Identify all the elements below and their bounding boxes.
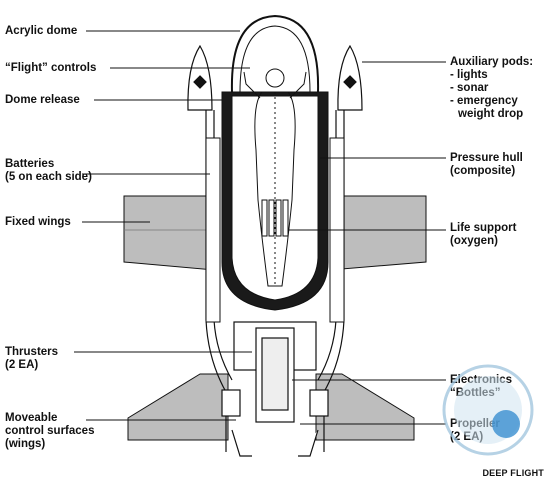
moveable-line-1: Moveable — [5, 412, 58, 424]
pods-line-2: - lights — [450, 69, 488, 81]
auxiliary-pods — [187, 44, 363, 111]
fixed-wings — [123, 195, 427, 271]
label-pressure-hull: Pressure hull (composite) — [450, 152, 523, 178]
hull-line-1: Pressure hull — [450, 152, 523, 164]
leader-lines-right — [288, 61, 446, 425]
moveable-line-3: (wings) — [5, 438, 46, 450]
label-dome-release: Dome release — [5, 94, 80, 106]
thrusters-line-1: Thrusters — [5, 346, 59, 358]
label-auxiliary-pods: Auxiliary pods: - lights - sonar - emerg… — [450, 56, 533, 121]
pods-line-5: weight drop — [458, 108, 524, 120]
pods-line-3: - sonar — [450, 82, 489, 94]
label-fixed-wings: Fixed wings — [5, 216, 71, 228]
batteries-line-1: Batteries — [5, 158, 55, 170]
life-support-bottles — [261, 199, 289, 237]
tail-assembly — [221, 321, 329, 457]
label-batteries: Batteries (5 on each side) — [5, 158, 92, 184]
pods-line-4: - emergency — [450, 95, 518, 107]
thrusters-line-2: (2 EA) — [5, 359, 39, 371]
pods-line-1: Auxiliary pods: — [450, 56, 534, 68]
credit-text: DEEP FLIGHT — [482, 468, 544, 478]
batteries-line-2: (5 on each side) — [5, 171, 92, 183]
life-line-2: (oxygen) — [450, 235, 498, 247]
battery-columns — [205, 137, 345, 323]
pilot-figure — [243, 68, 307, 287]
moveable-line-2: control surfaces — [5, 425, 95, 437]
acrylic-dome — [230, 14, 320, 93]
label-moveable-surfaces: Moveable control surfaces (wings) — [5, 412, 94, 451]
label-life-support: Life support (oxygen) — [450, 222, 516, 248]
label-thrusters: Thrusters (2 EA) — [5, 346, 58, 372]
life-line-1: Life support — [450, 222, 517, 234]
hull-line-2: (composite) — [450, 165, 516, 177]
watermark-seal-icon — [442, 364, 534, 456]
label-acrylic-dome: Acrylic dome — [5, 25, 78, 37]
leader-lines-left — [74, 30, 252, 421]
label-flight-controls: “Flight” controls — [5, 62, 97, 74]
